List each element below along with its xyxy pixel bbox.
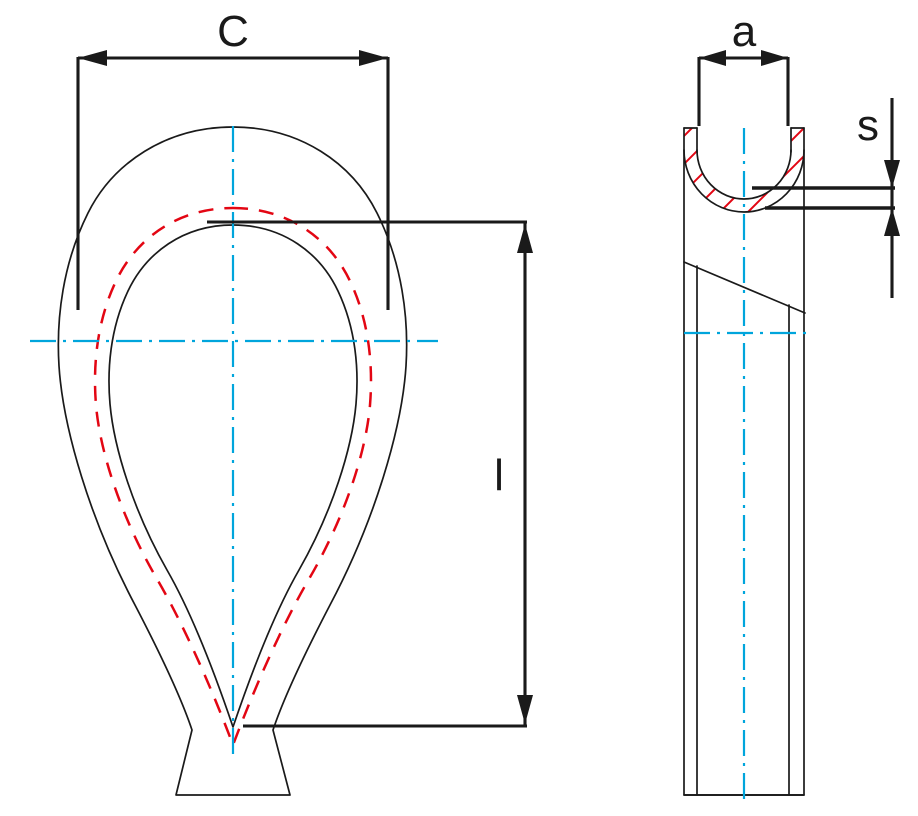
dimension-a-right-arrowhead xyxy=(761,50,788,66)
dimension-a-label: a xyxy=(732,7,757,56)
front-view-group xyxy=(30,126,438,796)
hatch-line xyxy=(684,128,741,181)
dimension-C-label: C xyxy=(217,7,249,56)
dimension-s-group: s xyxy=(752,98,900,298)
dimension-C-left-arrowhead xyxy=(78,50,107,66)
dimension-l-top-arrowhead xyxy=(517,224,533,253)
dimension-s-label: s xyxy=(857,101,879,150)
thimble-outer-outline xyxy=(57,126,408,796)
hatch-line xyxy=(699,128,804,212)
dimension-l-bottom-arrowhead xyxy=(517,695,533,724)
hatch-line xyxy=(684,128,769,209)
side-view-taper-diagonal xyxy=(683,261,806,314)
dimension-C-right-arrowhead xyxy=(359,50,388,66)
dimension-l-label: l xyxy=(494,451,504,500)
dimension-s-lower-arrowhead xyxy=(884,208,900,236)
side-view-groove-inner-arc xyxy=(696,149,792,200)
hatch-line xyxy=(684,128,804,212)
dimension-a-group: a xyxy=(697,7,790,126)
dimension-l-group: l xyxy=(207,220,533,728)
side-view-groove-outer-arc xyxy=(683,149,805,213)
hatch-line xyxy=(769,128,804,212)
rope-centerline-path xyxy=(93,206,373,749)
dimension-C-group: C xyxy=(76,7,390,310)
dimension-a-left-arrowhead xyxy=(699,50,726,66)
dimension-s-upper-arrowhead xyxy=(884,160,900,188)
hatch-line xyxy=(721,128,804,212)
